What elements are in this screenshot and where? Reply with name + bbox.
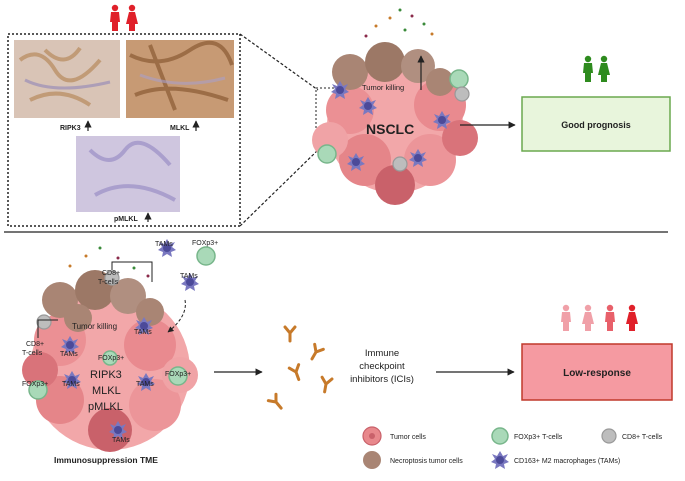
marker-mlkl: MLKL [92, 385, 121, 397]
tme-caption: Immunosuppression TME [54, 455, 158, 465]
legend-tumor-cells: Tumor cells [390, 434, 426, 441]
patients-icon-good [583, 55, 610, 82]
low-response-box [521, 343, 673, 401]
tams-label-6: TAMs [136, 381, 154, 388]
pmlkl-label: pMLKL [114, 216, 138, 223]
nsclc-label: NSCLC [366, 121, 414, 137]
cd8-top-label-1: CD8+ [102, 270, 120, 277]
patients-icon-low [561, 304, 638, 331]
foxp3-label-1: FOXp3+ [192, 240, 218, 247]
cd8-top-label-2: T-cells [98, 279, 119, 286]
micrograph-panel [7, 33, 241, 227]
legend-necroptosis: Necroptosis tumor cells [390, 458, 463, 465]
cd8-left-label-2: T-cells [22, 350, 43, 357]
tams-label-5: TAMs [62, 381, 80, 388]
legend-foxp3: FOXp3+ T-cells [514, 434, 563, 441]
tams-label-1: TAMs [155, 241, 173, 248]
legend [362, 426, 617, 469]
nsclc-tumor-cluster [312, 8, 478, 205]
patients-icon-top [110, 4, 138, 32]
good-prognosis-label: Good prognosis [561, 120, 631, 130]
ripk3-label: RIPK3 [60, 125, 81, 132]
tumor-killing-label-bottom: Tumor killing [72, 322, 117, 331]
foxp3-cell-outside [196, 246, 216, 266]
foxp3-label-3: FOXp3+ [165, 371, 191, 378]
tams-label-7: TAMs [112, 437, 130, 444]
tumor-killing-label-top: Tumor killing [362, 83, 404, 92]
legend-cd8: CD8+ T-cells [622, 434, 663, 441]
good-prognosis-box [521, 96, 671, 152]
marker-ripk3: RIPK3 [90, 369, 122, 381]
legend-macrophages: CD163+ M2 macrophages (TAMs) [514, 458, 620, 465]
ici-antibodies [266, 325, 334, 413]
tme-tumor-cluster [22, 246, 198, 452]
low-response-label: Low-response [563, 368, 631, 379]
foxp3-label-4: FOXp3+ [22, 381, 48, 388]
foxp3-label-2: FOXp3+ [98, 355, 124, 362]
tams-label-2: TAMs [180, 273, 198, 280]
tams-label-3: TAMs [134, 329, 152, 336]
ici-line-3: inhibitors (ICIs) [350, 374, 414, 385]
marker-pmlkl: pMLKL [88, 401, 123, 413]
cd8-left-label-1: CD8+ [26, 341, 44, 348]
ici-line-1: Immune [365, 348, 399, 359]
tams-label-4: TAMs [60, 351, 78, 358]
mlkl-label: MLKL [170, 125, 190, 132]
ici-line-2: checkpoint [359, 361, 405, 372]
